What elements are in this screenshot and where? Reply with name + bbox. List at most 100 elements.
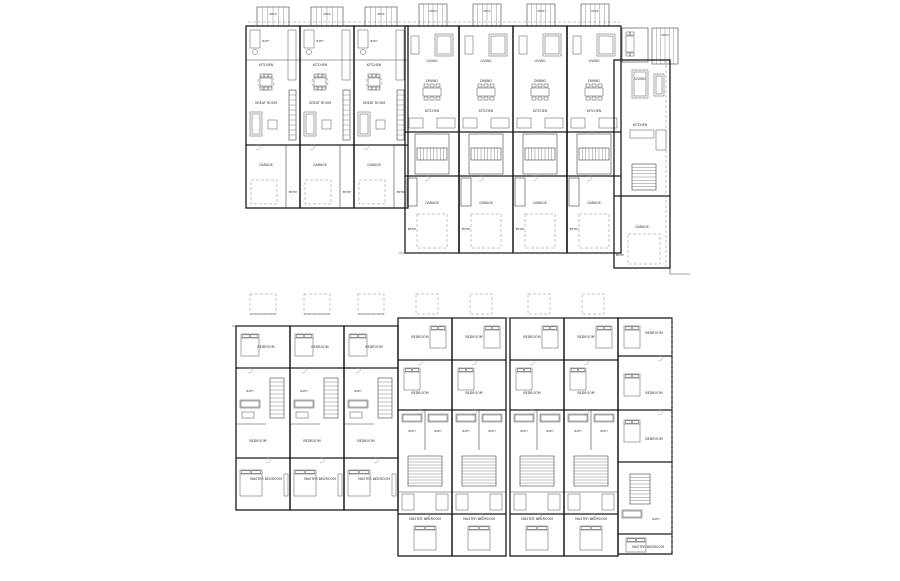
stair (461, 455, 497, 487)
sofa (653, 73, 665, 97)
bed (525, 525, 549, 551)
door-swing (471, 409, 478, 416)
kitchen-counter (462, 117, 478, 129)
room-label: BATH (547, 429, 554, 433)
room-label: KITCHEN (313, 63, 328, 67)
room-label: GREAT ROOM (363, 101, 385, 105)
bed (457, 367, 475, 391)
balcony (621, 27, 649, 63)
sofa (357, 111, 371, 137)
room-label: BEDROOM (249, 439, 266, 443)
door-swing (373, 457, 380, 464)
room-label: BEDROOM (257, 345, 274, 349)
room-label: ENTRY (408, 227, 417, 231)
toilet (252, 49, 258, 55)
stair (416, 147, 448, 161)
dining-table (422, 83, 442, 101)
room-label: GARAGE (479, 201, 493, 205)
door-swing (478, 513, 485, 520)
door-swing (363, 144, 370, 151)
vanity (241, 411, 255, 419)
stair (573, 455, 609, 487)
stair-hall (576, 133, 612, 175)
unit-outline (245, 25, 301, 209)
vanity (303, 29, 315, 49)
dining-table (476, 83, 496, 101)
bed (595, 325, 613, 349)
room-label: ENTRY (570, 227, 579, 231)
stair (470, 147, 502, 161)
parking-space (250, 179, 278, 205)
bed (429, 325, 447, 349)
coffee-table (321, 119, 332, 130)
stair-hall (468, 133, 504, 175)
parking-space (304, 179, 332, 205)
vanity (295, 411, 309, 419)
vanity (547, 493, 561, 511)
dining-table (584, 83, 604, 101)
door-swing (583, 409, 590, 416)
room-label: BATH (317, 39, 324, 43)
room-label: LIVING (534, 59, 546, 63)
room-label: DINING (588, 79, 600, 83)
bed (294, 333, 314, 357)
door-swing (532, 175, 539, 182)
stair (407, 455, 443, 487)
door-swing (536, 513, 543, 520)
dining-table (367, 73, 381, 91)
room-label: BEDROOM (645, 331, 662, 335)
bathtub (621, 509, 643, 519)
bathtub (401, 413, 423, 423)
kitchen-counter (341, 29, 351, 81)
bed (579, 525, 603, 551)
vanity (249, 29, 261, 49)
door-swing (255, 144, 262, 151)
tv-unit (410, 35, 420, 55)
room-label: BATH (601, 429, 608, 433)
room-label: BATH (489, 429, 496, 433)
bed (541, 325, 559, 349)
door-swing (529, 409, 536, 416)
room-label: GARAGE (313, 163, 327, 167)
vanity (455, 493, 469, 511)
stair (377, 377, 393, 419)
room-label: ENTRY (462, 227, 471, 231)
parking-space (470, 213, 502, 249)
stair (288, 89, 297, 141)
vanity (513, 493, 527, 511)
room-label: DINING (534, 79, 546, 83)
deck-above (249, 293, 277, 315)
bed (569, 367, 587, 391)
unit-outline (299, 25, 355, 209)
closet (337, 473, 343, 497)
bed (347, 469, 371, 497)
sofa (542, 33, 562, 57)
room-label: KITCHEN (479, 109, 494, 113)
room-label: ENTRY (516, 227, 525, 231)
room-label: BEDROOM (465, 391, 482, 395)
room-label: GARAGE (533, 201, 547, 205)
table-area (311, 73, 329, 91)
stair-hall (414, 133, 450, 175)
door-swing (657, 355, 664, 362)
vanity (489, 493, 503, 511)
room-label: GARAGE (367, 163, 381, 167)
coffee-table (267, 119, 278, 130)
bathtub (293, 399, 315, 409)
parking-space (416, 213, 448, 249)
kitchen-counter (436, 117, 456, 129)
room-label: BEDROOM (365, 345, 382, 349)
door-swing (529, 359, 536, 366)
door-swing (309, 144, 316, 151)
bathtub (593, 413, 615, 423)
room-label: BEDROOM (645, 437, 662, 441)
tv-unit (464, 35, 474, 55)
door-swing (583, 359, 590, 366)
parking-space (358, 179, 386, 205)
